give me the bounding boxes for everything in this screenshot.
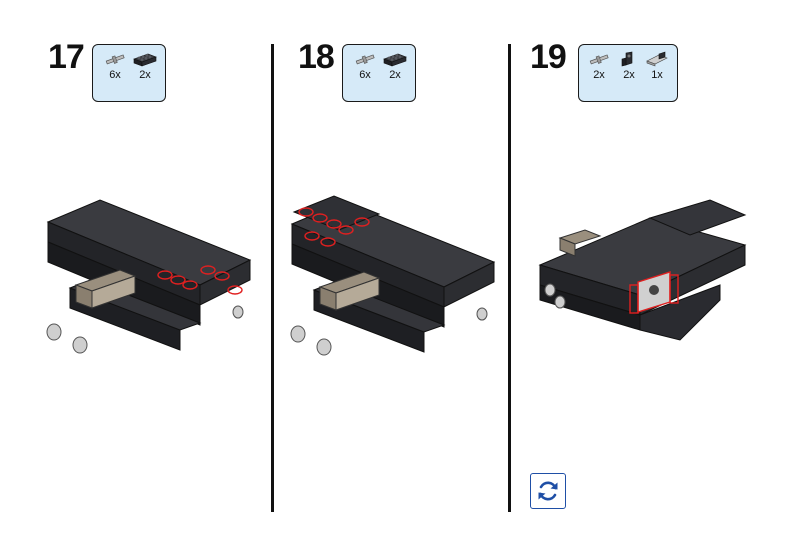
step-divider — [508, 44, 511, 512]
part-item: 6x — [351, 51, 379, 81]
beam-icon — [646, 51, 668, 67]
part-qty: 6x — [359, 69, 371, 81]
step-17: 17 6x 2x — [0, 0, 260, 556]
parts-list: 2x 2x 1x — [578, 44, 678, 102]
brick-2x4-icon — [133, 53, 157, 67]
step-18: 18 6x 2x — [262, 0, 522, 556]
part-qty: 2x — [623, 69, 635, 81]
pin-icon — [589, 54, 609, 65]
parts-list: 6x 2x — [92, 44, 166, 102]
step-19: 19 2x 2x 1x — [510, 0, 770, 556]
part-qty: 2x — [389, 69, 401, 81]
model-illustration — [290, 195, 496, 356]
part-item: 2x — [615, 51, 643, 81]
step-number: 18 — [298, 38, 335, 76]
part-item: 2x — [131, 51, 159, 81]
pin-icon — [355, 54, 375, 65]
step-number: 19 — [530, 38, 567, 76]
pin-icon — [105, 54, 125, 65]
part-item: 2x — [381, 51, 409, 81]
angle-connector-icon — [621, 51, 633, 67]
step-number: 17 — [48, 38, 85, 76]
step-divider — [271, 44, 274, 512]
part-qty: 6x — [109, 69, 121, 81]
model-illustration — [46, 199, 252, 354]
part-qty: 2x — [139, 69, 151, 81]
rotate-view-button[interactable] — [530, 473, 566, 509]
parts-list: 6x 2x — [342, 44, 416, 102]
part-item: 6x — [101, 51, 129, 81]
part-qty: 2x — [593, 69, 605, 81]
rotate-icon — [538, 481, 558, 501]
part-qty: 1x — [651, 69, 663, 81]
brick-2x4-icon — [383, 53, 407, 67]
model-illustration — [538, 199, 747, 341]
part-item: 2x — [585, 51, 613, 81]
part-item: 1x — [643, 51, 671, 81]
